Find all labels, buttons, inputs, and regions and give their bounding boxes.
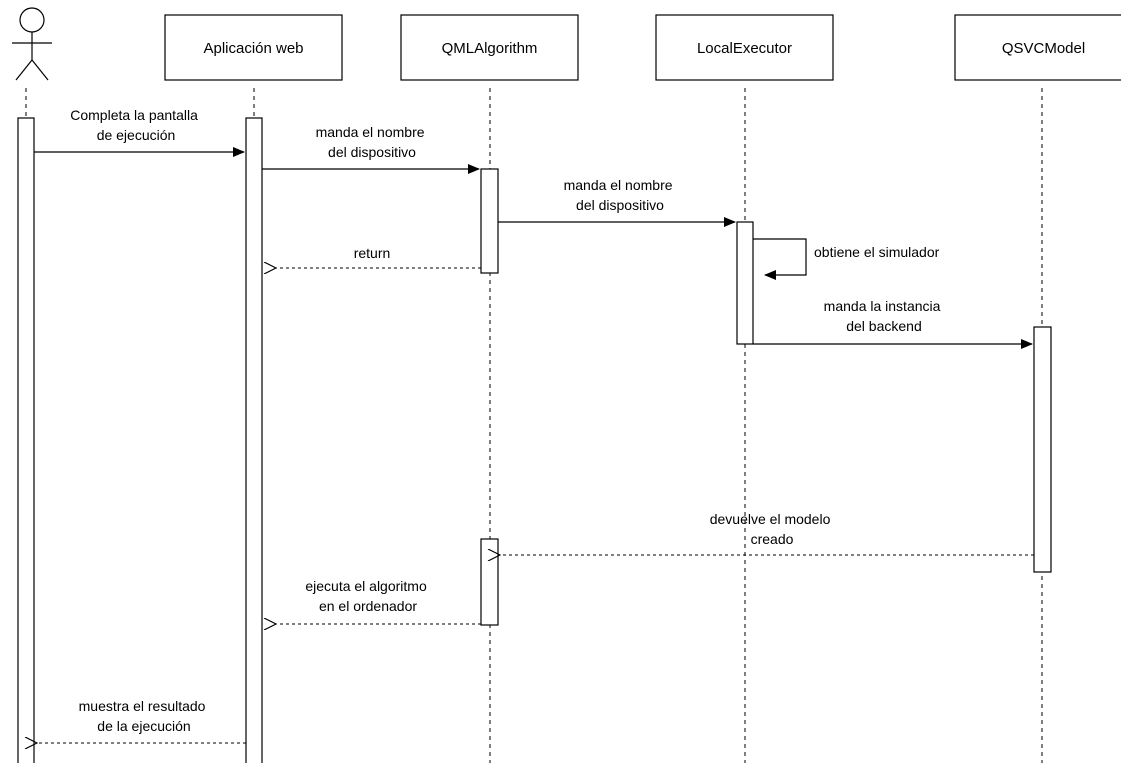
message-9-label: muestra el resultado de la ejecución — [79, 698, 210, 734]
message-7-label: devuelve el modelo creado — [710, 511, 835, 547]
message-1-label: Completa la pantalla de ejecución — [70, 107, 202, 143]
message-8-label: ejecuta el algoritmo en el ordenador — [305, 578, 430, 614]
participant-exec: LocalExecutor — [655, 14, 834, 81]
message-4-self — [753, 238, 807, 280]
message-2-label: manda el nombre del dispositivo — [316, 124, 429, 160]
participant-qsvc-label: QSVCModel — [1002, 40, 1085, 57]
participant-web: Aplicación web — [164, 14, 343, 81]
activation-qml-1 — [480, 168, 499, 274]
lifelines — [25, 88, 1043, 763]
activation-web — [245, 117, 263, 768]
message-4-label: obtiene el simulador — [814, 244, 940, 260]
activation-actor — [17, 117, 35, 768]
participant-qml: QMLAlgorithm — [400, 14, 579, 81]
participant-exec-label: LocalExecutor — [697, 40, 792, 57]
participant-qml-label: QMLAlgorithm — [442, 40, 538, 57]
activation-qsvc — [1033, 326, 1052, 573]
message-3-label: manda el nombre del dispositivo — [564, 177, 677, 213]
activation-exec — [736, 221, 754, 345]
message-6-label: return — [354, 245, 391, 261]
message-5-label: manda la instancia del backend — [824, 298, 945, 334]
actor-user — [12, 7, 52, 81]
participant-web-label: Aplicación web — [203, 40, 303, 57]
activation-qml-2 — [480, 538, 499, 626]
participant-qsvc: QSVCModel — [954, 14, 1121, 81]
activations — [17, 117, 1052, 768]
